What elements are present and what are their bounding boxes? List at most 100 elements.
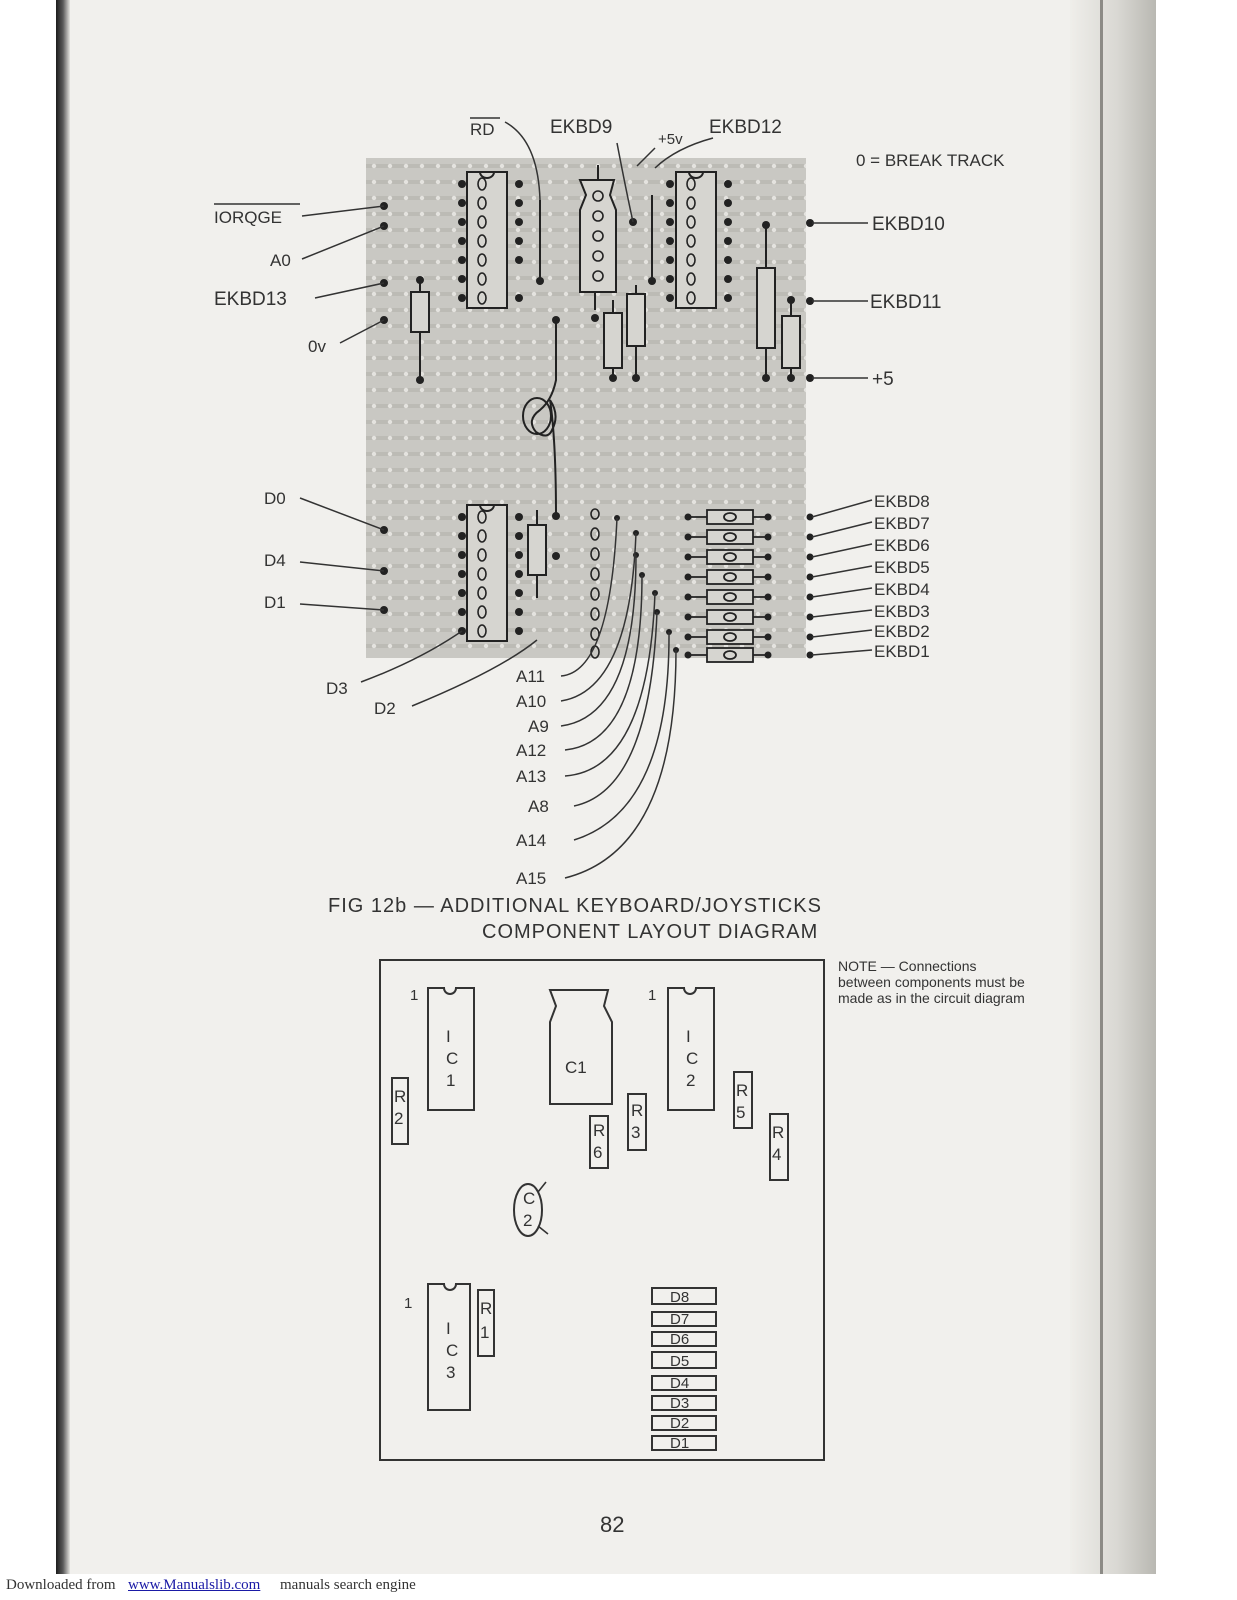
label-ekbd3: EKBD3 — [874, 602, 930, 621]
ic3-label-3: 3 — [446, 1363, 455, 1382]
r6-outline: R 6 — [589, 1115, 609, 1169]
r3-label-1: R — [631, 1101, 643, 1120]
label-plus5v: +5v — [658, 131, 683, 148]
label-ekbd5: EKBD5 — [874, 558, 930, 577]
label-d3: D3 — [326, 679, 348, 698]
ic2-label-1: I — [686, 1027, 691, 1046]
label-ekbd7: EKBD7 — [874, 514, 930, 533]
label-ekbd11: EKBD11 — [870, 292, 941, 313]
label-d4: D4 — [264, 551, 286, 570]
capacitor-c1-board — [578, 165, 617, 310]
label-ekbd9: EKBD9 — [550, 117, 612, 138]
c1-outline: C1 — [548, 989, 613, 1105]
label-a15: A15 — [516, 869, 546, 888]
diode-label-d1: D1 — [670, 1435, 689, 1452]
label-a10: A10 — [516, 692, 546, 711]
label-ekbd10: EKBD10 — [872, 214, 945, 235]
label-ekbd8: EKBD8 — [874, 492, 930, 511]
wire-links — [522, 195, 653, 517]
c2-label-2: 2 — [523, 1211, 532, 1230]
c2-outline: C 2 — [513, 1181, 549, 1237]
diode-label-d7: D7 — [670, 1311, 689, 1328]
ic1-label-1: I — [446, 1027, 451, 1046]
footer-prefix: Downloaded from — [6, 1577, 116, 1593]
label-a13: A13 — [516, 767, 546, 786]
diode-outlines — [651, 1287, 717, 1451]
label-iorqge: IORQGE — [214, 208, 282, 227]
ic2-label-2: C — [686, 1049, 698, 1068]
r4-label-2: 4 — [772, 1145, 781, 1164]
label-ekbd4: EKBD4 — [874, 580, 930, 599]
r2-outline: R 2 — [391, 1077, 409, 1145]
label-a12: A12 — [516, 741, 546, 760]
ic3-outline: 1 I C 3 — [404, 1283, 471, 1411]
download-footer: Downloaded from www.Manualslib.com manua… — [0, 1574, 1237, 1600]
component-layout-diagram: 1 I C 1 C1 1 I C 2 R 2 — [379, 959, 825, 1461]
ic1-outline: 1 I C 1 — [410, 987, 475, 1111]
r4-label-1: R — [772, 1123, 784, 1142]
page-number: 82 — [600, 1512, 624, 1537]
label-a9: A9 — [528, 717, 549, 736]
diode-array — [688, 509, 768, 663]
r3-outline: R 3 — [627, 1093, 647, 1151]
label-ekbd2: EKBD2 — [874, 622, 930, 641]
c2-label-1: C — [523, 1189, 535, 1208]
ic3-label-2: C — [446, 1341, 458, 1360]
r5-label-1: R — [736, 1081, 748, 1100]
label-0v: 0v — [308, 337, 326, 356]
label-plus5: +5 — [872, 369, 894, 390]
connection-note: NOTE — Connections between components mu… — [838, 958, 1025, 1006]
label-ekbd12: EKBD12 — [709, 117, 782, 138]
break-track-legend: 0 = BREAK TRACK — [856, 151, 1005, 170]
diode-label-d6: D6 — [670, 1331, 689, 1348]
diode-label-d5: D5 — [670, 1353, 689, 1370]
leader-lines — [299, 121, 873, 879]
label-d0: D0 — [264, 489, 286, 508]
book-spine-shadow — [56, 0, 70, 1575]
layout-board-outline — [379, 959, 825, 1461]
label-a0: A0 — [270, 251, 291, 270]
label-d1: D1 — [264, 593, 286, 612]
break-track-column — [590, 508, 600, 659]
r1-outline: R 1 — [477, 1289, 495, 1357]
label-ekbd6: EKBD6 — [874, 536, 930, 555]
ic1-label-3: 1 — [446, 1071, 455, 1090]
label-a8: A8 — [528, 797, 549, 816]
label-rd: RD — [470, 120, 495, 139]
r6-label-2: 6 — [593, 1143, 602, 1162]
label-a11: A11 — [516, 667, 545, 686]
r5-label-2: 5 — [736, 1103, 745, 1122]
r2-label-1: R — [394, 1087, 406, 1106]
diode-label-d3: D3 — [670, 1395, 689, 1412]
ic1-pin1-mark: 1 — [410, 987, 418, 1004]
label-ekbd1: EKBD1 — [874, 642, 930, 661]
ic-socket-top-left — [458, 171, 523, 309]
r5-outline: R 5 — [733, 1071, 753, 1129]
r3-label-2: 3 — [631, 1123, 640, 1142]
ic2-outline: 1 I C 2 — [648, 987, 715, 1111]
footer-link[interactable]: www.Manualslib.com — [128, 1577, 261, 1593]
r6-label-1: R — [593, 1121, 605, 1140]
diode-label-d4: D4 — [670, 1375, 689, 1392]
r1-label-1: R — [480, 1299, 492, 1318]
diode-outline-labels: D8 D7 D6 D5 D4 D3 D2 D1 — [670, 1289, 689, 1452]
gutter-edge — [1100, 0, 1103, 1575]
caption-line-2: COMPONENT LAYOUT DIAGRAM — [482, 921, 818, 943]
ic2-label-3: 2 — [686, 1071, 695, 1090]
diode-label-d8: D8 — [670, 1289, 689, 1306]
caption-line-1: FIG 12b — ADDITIONAL KEYBOARD/JOYSTICKS — [328, 895, 822, 917]
c1-label: C1 — [565, 1058, 587, 1077]
diode-label-d2: D2 — [670, 1415, 689, 1432]
ic3-pin1-mark: 1 — [404, 1295, 412, 1312]
page-gutter — [1070, 0, 1156, 1575]
ic2-pin1-mark: 1 — [648, 987, 656, 1004]
label-a14: A14 — [516, 831, 546, 850]
r1-label-2: 1 — [480, 1323, 489, 1342]
r2-label-2: 2 — [394, 1109, 403, 1128]
stripboard-labels: RD EKBD9 +5v EKBD12 0 = BREAK TRACK IORQ… — [214, 117, 1005, 888]
footer-suffix: manuals search engine — [280, 1577, 416, 1593]
label-d2: D2 — [374, 699, 396, 718]
resistors-board — [410, 225, 801, 598]
